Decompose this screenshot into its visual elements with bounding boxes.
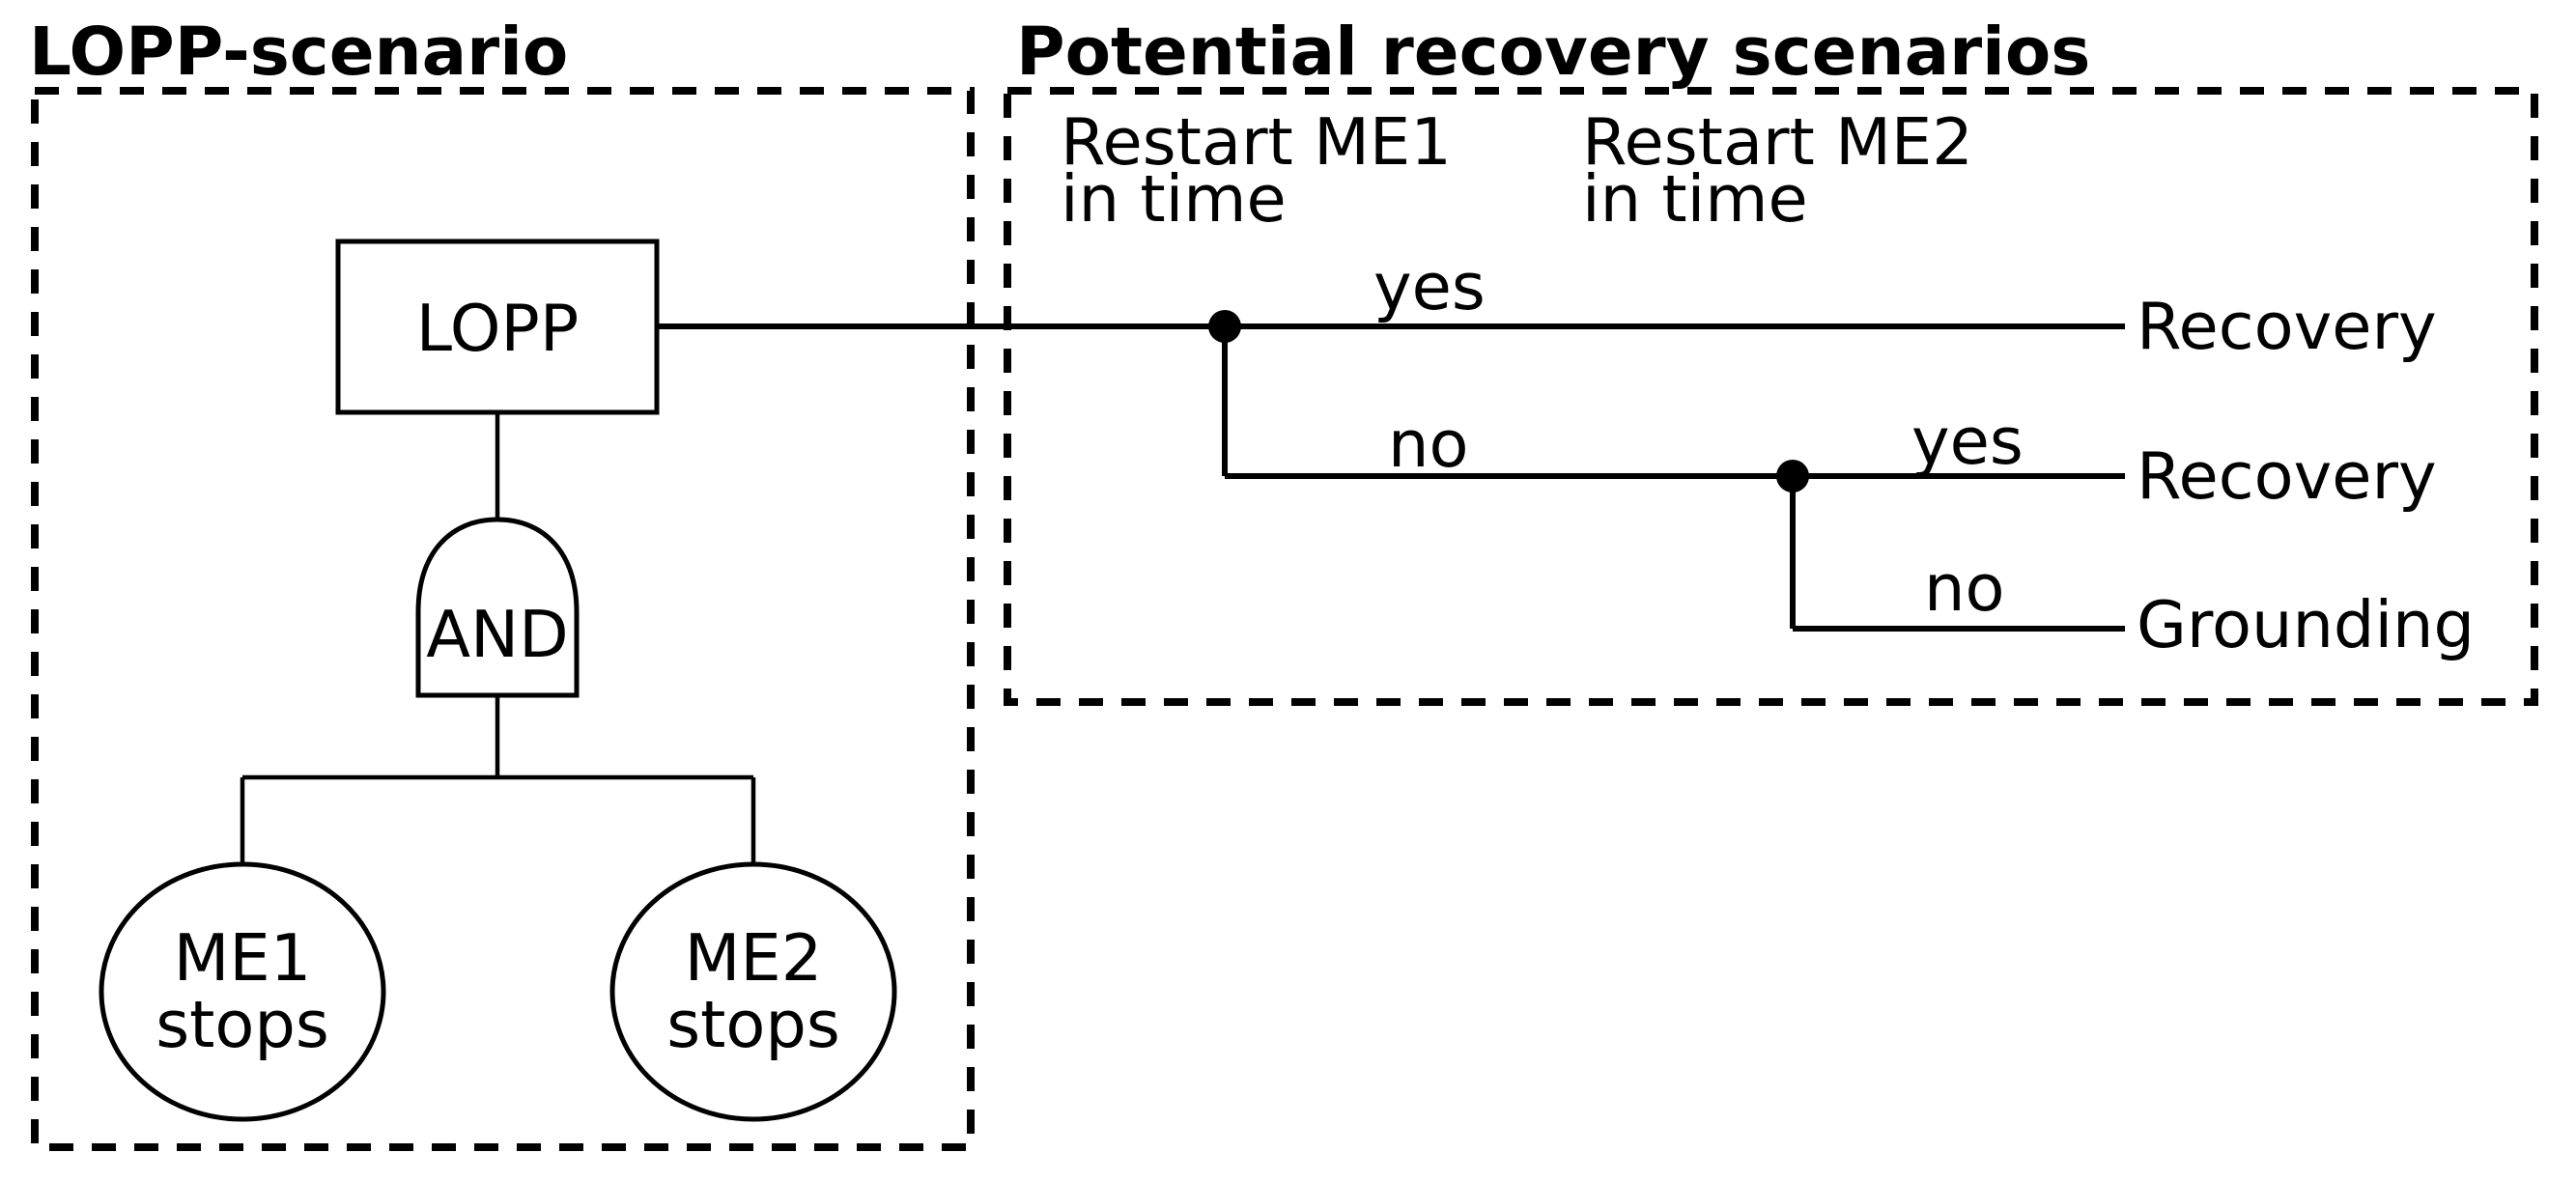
me1-label-line2: stops bbox=[156, 987, 329, 1062]
branch2-yes-label: yes bbox=[1911, 404, 2024, 479]
fault-tree-dashed-box bbox=[31, 87, 975, 1151]
basic-event-me2-circle bbox=[609, 861, 897, 1122]
fault-tree-title: LOPP-scenario bbox=[29, 14, 568, 91]
me2-label-line2: stops bbox=[666, 987, 840, 1062]
and-gate-label: AND bbox=[426, 597, 569, 672]
and-gate-shape bbox=[415, 517, 580, 698]
outcome-recovery-1: Recovery bbox=[2137, 289, 2437, 364]
outcome-recovery-2: Recovery bbox=[2137, 438, 2437, 514]
header-restart-me1-line1: Restart ME1 bbox=[1061, 104, 1452, 180]
chance-node-restart-me2 bbox=[1776, 460, 1809, 492]
chance-node-restart-me1 bbox=[1208, 310, 1241, 343]
event-tree-title: Potential recovery scenarios bbox=[1016, 14, 2090, 91]
basic-event-me1-circle bbox=[99, 861, 386, 1122]
header-restart-me2-line1: Restart ME2 bbox=[1582, 104, 1973, 180]
top-event-label: LOPP bbox=[416, 291, 579, 366]
outcome-grounding: Grounding bbox=[2137, 587, 2475, 662]
me1-label-line1: ME1 bbox=[174, 920, 312, 996]
me2-label-line1: ME2 bbox=[685, 920, 823, 996]
branch1-no-label: no bbox=[1388, 407, 1468, 482]
branch1-yes-label: yes bbox=[1373, 249, 1486, 324]
header-restart-me2-line2: in time bbox=[1582, 161, 1808, 237]
event-tree-dashed-box bbox=[1004, 87, 2538, 706]
branch2-no-label: no bbox=[1924, 550, 2004, 626]
header-restart-me1-line2: in time bbox=[1061, 161, 1287, 237]
